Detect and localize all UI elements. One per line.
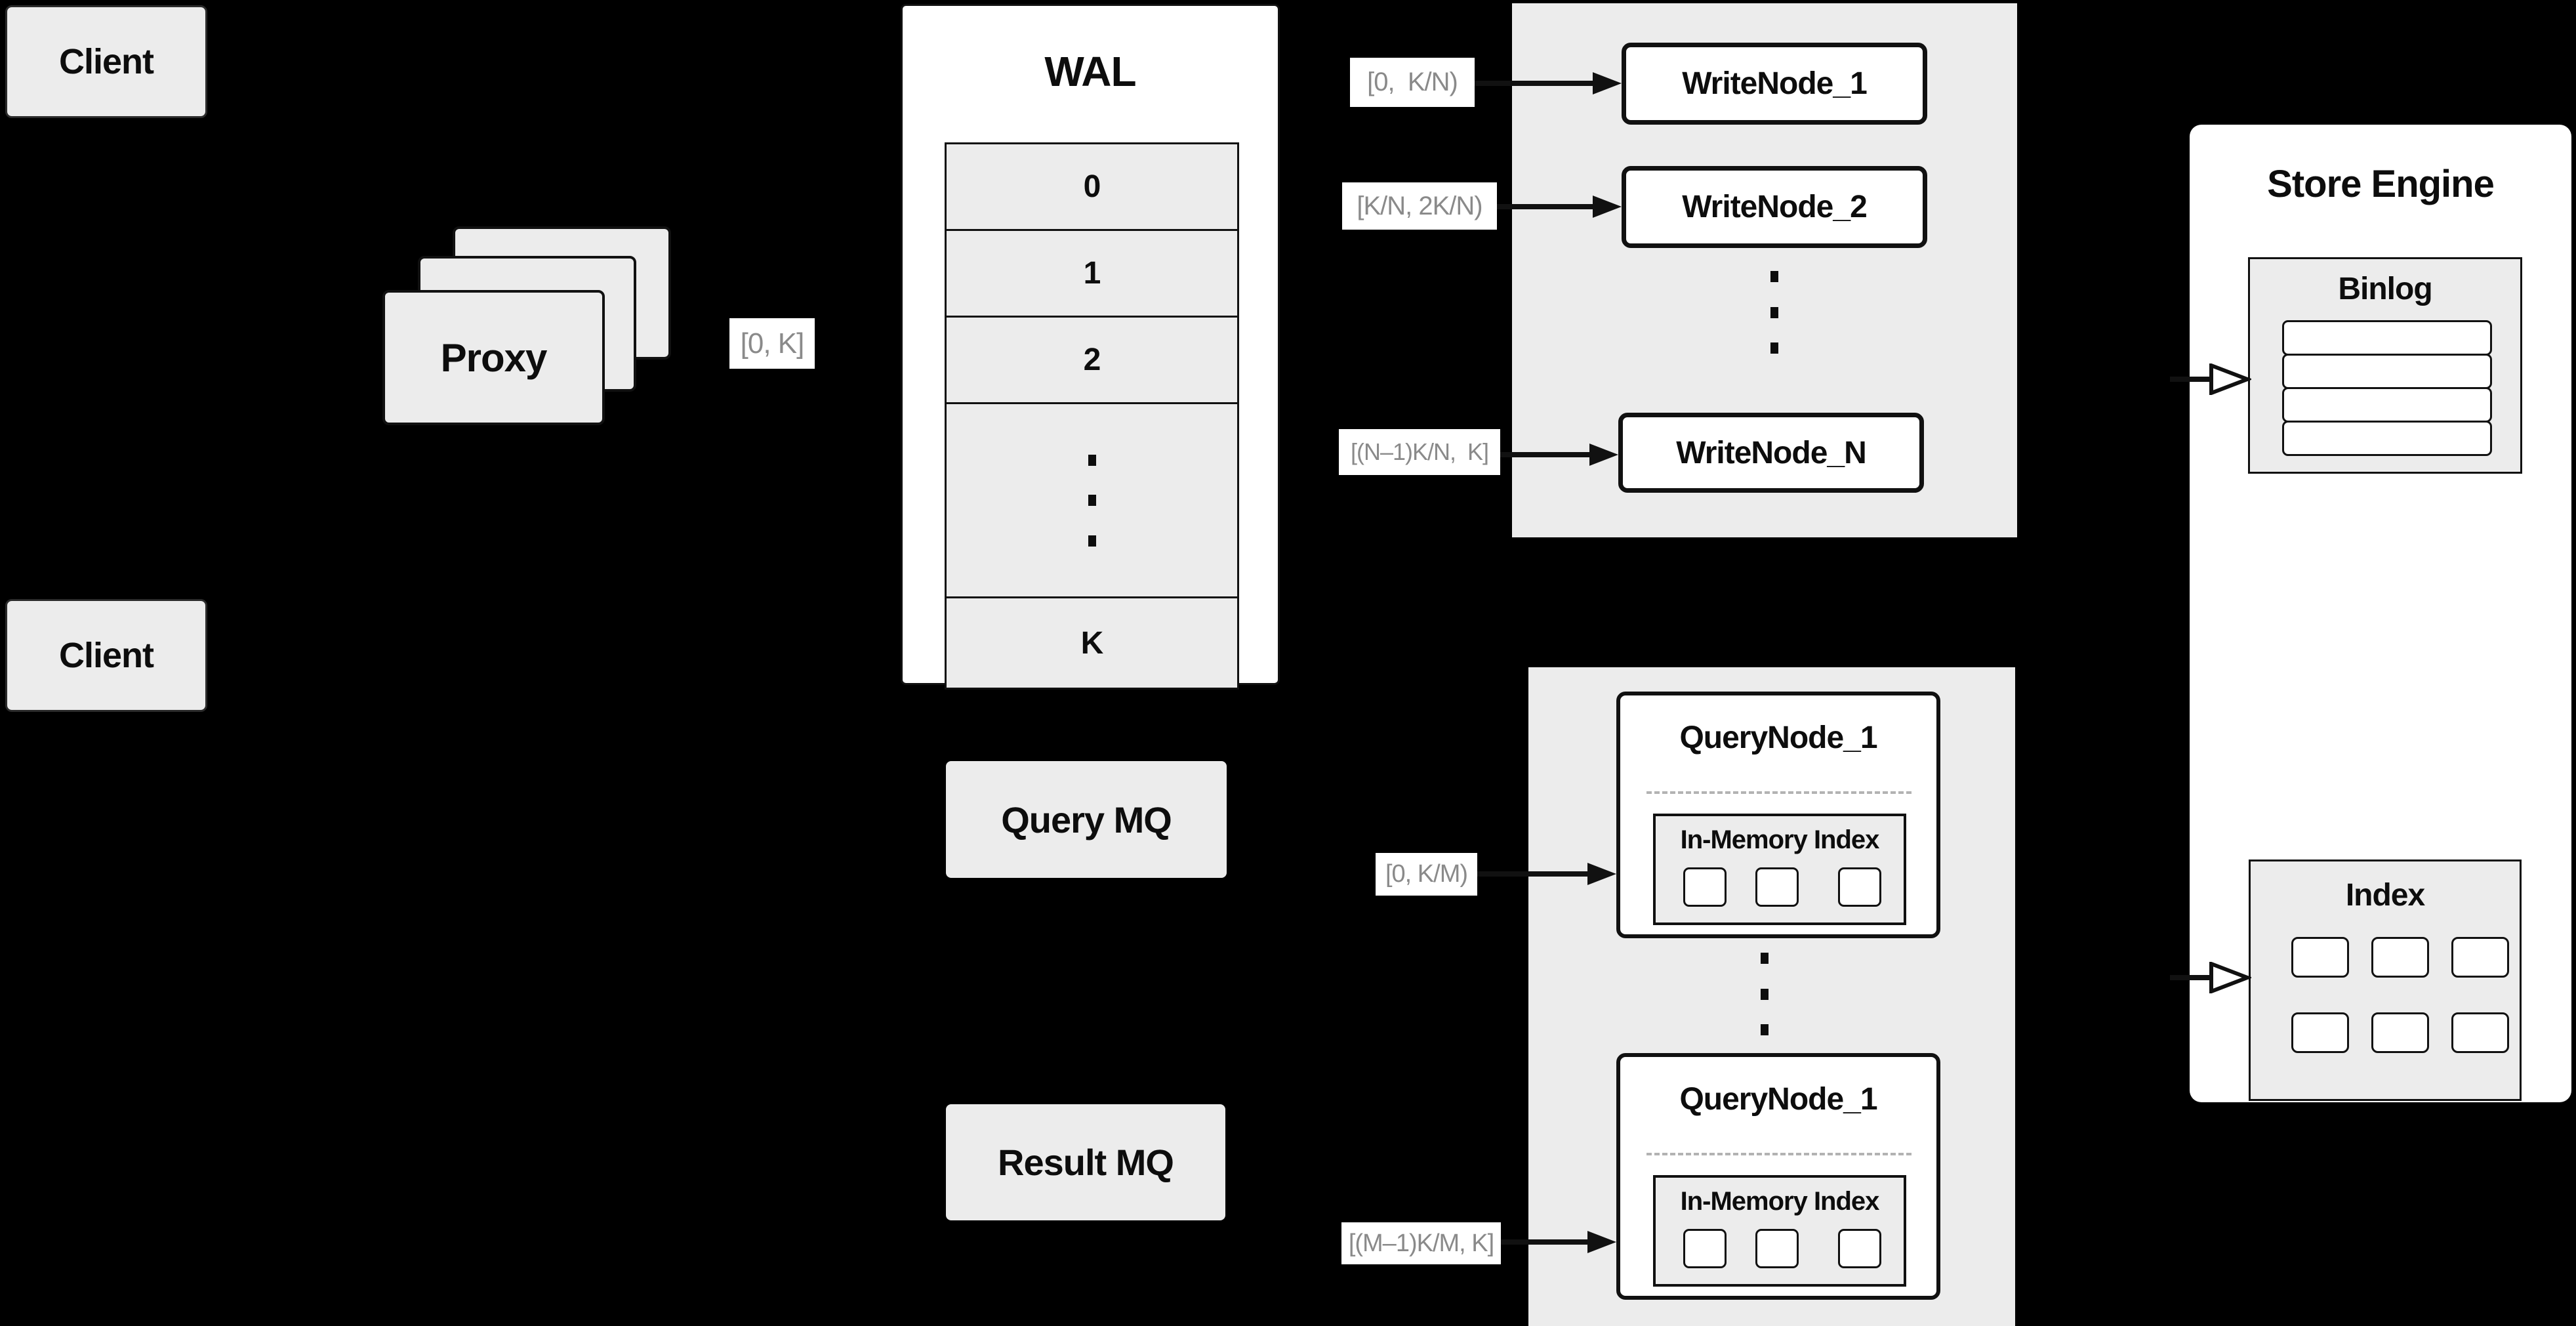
range-label-writenode-2: [K/N, 2K/N) <box>1342 182 1497 230</box>
memory-index-cell <box>1838 1229 1881 1268</box>
query-node-2-divider <box>1646 1153 1912 1155</box>
wal-title-text: WAL <box>1044 48 1136 95</box>
wal-row-k: K <box>945 596 1239 690</box>
binlog-box: Binlog <box>2248 257 2522 474</box>
index-cell <box>2291 1012 2349 1053</box>
query-node-2-title-text: QueryNode_1 <box>1679 1081 1877 1117</box>
wal-row-0-text: 0 <box>1083 169 1101 204</box>
in-memory-index-title-text: In-Memory Index <box>1680 825 1880 854</box>
query-node-ellipsis <box>1761 953 1768 1035</box>
memory-index-cell <box>1755 867 1799 907</box>
arrow-head-querynode-1 <box>1587 863 1616 885</box>
index-cell <box>2291 937 2349 978</box>
query-mq-node: Query MQ <box>946 761 1227 878</box>
index-title: Index <box>2251 873 2520 917</box>
store-engine-title: Store Engine <box>2190 157 2571 210</box>
index-cell <box>2371 937 2429 978</box>
arrow-line-writenode-1 <box>1475 81 1594 86</box>
binlog-row <box>2282 354 2492 389</box>
arrow-head-querynode-2 <box>1587 1231 1616 1253</box>
arrow-line-index <box>2170 975 2213 980</box>
client-node-top: Client <box>5 5 207 118</box>
range-label-querynode-1-text: [0, K/M) <box>1385 860 1468 888</box>
range-label-proxy-wal: [0, K] <box>729 318 815 369</box>
wal-row-ellipsis <box>945 402 1239 598</box>
wal-row-2-text: 2 <box>1083 342 1101 377</box>
binlog-title: Binlog <box>2250 267 2520 310</box>
store-engine-panel: Store Engine Binlog Index <box>2190 125 2571 1102</box>
memory-index-cell <box>1755 1229 1799 1268</box>
query-node-2-title: QueryNode_1 <box>1620 1073 1936 1125</box>
binlog-rows <box>2282 320 2492 456</box>
query-node-1-divider <box>1646 791 1912 794</box>
proxy-label: Proxy <box>440 335 548 380</box>
binlog-row <box>2282 320 2492 356</box>
query-node-1-title-text: QueryNode_1 <box>1679 720 1877 755</box>
wal-title: WAL <box>903 45 1278 98</box>
range-label-querynode-1: [0, K/M) <box>1376 853 1477 896</box>
range-label-writenode-n-text: [(N–1)K/N, K] <box>1350 438 1489 465</box>
arrow-line-writenode-2 <box>1497 204 1593 209</box>
open-arrow-head-index <box>2209 962 2251 993</box>
client-node-bottom: Client <box>5 599 207 712</box>
binlog-row <box>2282 387 2492 423</box>
client-top-label: Client <box>58 42 154 81</box>
range-label-querynode-2: [(M–1)K/M, K] <box>1341 1222 1501 1264</box>
index-cell <box>2451 1012 2509 1053</box>
arrow-head-writenode-2 <box>1593 196 1622 218</box>
wal-table: 0 1 2 K <box>945 142 1239 690</box>
proxy-node: Proxy <box>382 290 605 425</box>
query-node-1: QueryNode_1 In-Memory Index <box>1616 692 1940 938</box>
query-node-1-title: QueryNode_1 <box>1620 711 1936 764</box>
range-label-proxy-wal-text: [0, K] <box>740 327 805 360</box>
binlog-title-text: Binlog <box>2338 271 2432 306</box>
result-mq-node: Result MQ <box>946 1104 1225 1220</box>
wal-row-k-text: K <box>1080 625 1104 661</box>
memory-index-cell <box>1683 1229 1727 1268</box>
write-node-n-label: WriteNode_N <box>1676 435 1866 470</box>
wal-row-2: 2 <box>945 316 1239 404</box>
index-cell <box>2451 937 2509 978</box>
write-node-n: WriteNode_N <box>1618 413 1924 493</box>
vertical-ellipsis <box>1088 454 1096 547</box>
index-cell <box>2371 1012 2429 1053</box>
range-label-querynode-2-text: [(M–1)K/M, K] <box>1348 1229 1494 1257</box>
write-node-1: WriteNode_1 <box>1622 43 1927 125</box>
wal-panel: WAL 0 1 2 K <box>901 4 1280 690</box>
memory-index-cell <box>1838 867 1881 907</box>
wal-row-1-text: 1 <box>1083 256 1101 291</box>
arrow-line-writenode-n <box>1500 452 1591 457</box>
in-memory-index-title-text: In-Memory Index <box>1680 1186 1880 1216</box>
range-label-writenode-1: [0, K/N) <box>1350 58 1475 107</box>
memory-index-cell <box>1683 867 1727 907</box>
write-node-ellipsis <box>1770 271 1778 354</box>
write-node-1-label: WriteNode_1 <box>1682 66 1868 101</box>
client-bottom-label: Client <box>58 636 154 675</box>
range-label-writenode-1-text: [0, K/N) <box>1367 68 1458 96</box>
binlog-row <box>2282 421 2492 456</box>
query-node-2: QueryNode_1 In-Memory Index <box>1616 1053 1940 1300</box>
range-label-writenode-2-text: [K/N, 2K/N) <box>1357 191 1482 220</box>
write-node-2: WriteNode_2 <box>1622 166 1927 248</box>
range-label-writenode-n: [(N–1)K/N, K] <box>1339 429 1500 475</box>
query-node-1-memory-index: In-Memory Index <box>1653 814 1906 925</box>
index-box: Index <box>2249 860 2522 1101</box>
arrow-head-writenode-1 <box>1593 72 1622 94</box>
in-memory-index-title: In-Memory Index <box>1656 1183 1904 1220</box>
query-mq-label: Query MQ <box>1001 798 1172 840</box>
result-mq-label: Result MQ <box>998 1142 1174 1183</box>
wal-row-0: 0 <box>945 142 1239 231</box>
query-node-2-memory-index: In-Memory Index <box>1653 1175 1906 1287</box>
arrow-head-writenode-n <box>1589 444 1618 466</box>
wal-row-1: 1 <box>945 229 1239 318</box>
arrow-line-querynode-2 <box>1501 1239 1589 1245</box>
store-engine-title-text: Store Engine <box>2267 162 2495 205</box>
arrow-line-binlog <box>2170 377 2213 382</box>
open-arrow-head-binlog <box>2209 363 2251 395</box>
in-memory-index-title: In-Memory Index <box>1656 821 1904 858</box>
arrow-line-querynode-1 <box>1477 871 1589 877</box>
index-title-text: Index <box>2345 877 2425 913</box>
write-node-2-label: WriteNode_2 <box>1682 190 1868 224</box>
